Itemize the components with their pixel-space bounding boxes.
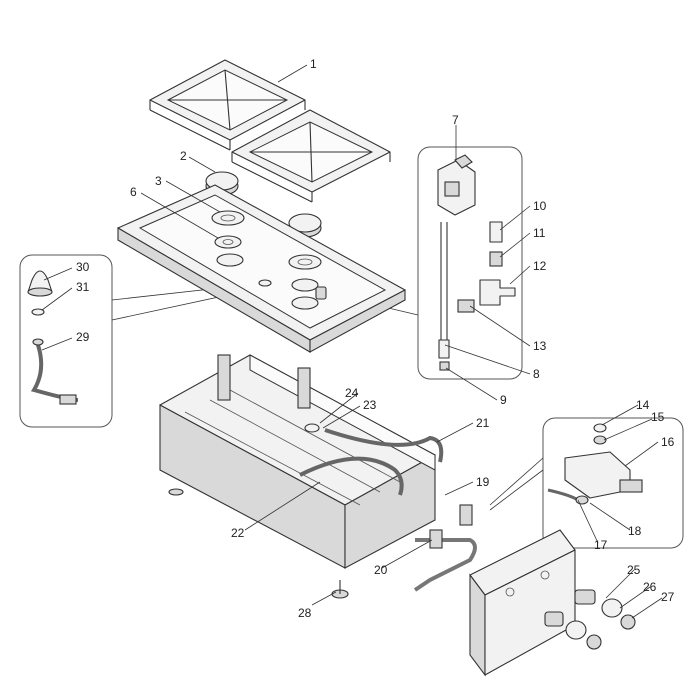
callout-13: 13 [533, 339, 547, 353]
control-panel [469, 529, 576, 677]
callout-11: 11 [533, 226, 546, 240]
valve-assembly [547, 423, 643, 505]
callout-labels: 1 2 3 6 7 10 11 12 13 8 9 30 31 29 24 23… [76, 57, 675, 620]
leader-lines [41, 64, 663, 619]
callout-21: 21 [476, 416, 490, 430]
callout-30: 30 [76, 260, 90, 274]
callout-20: 20 [374, 563, 388, 577]
callout-19: 19 [476, 475, 490, 489]
callout-2: 2 [180, 149, 187, 163]
detail-left-parts [27, 270, 79, 405]
pilot-assembly [437, 154, 516, 371]
callout-23: 23 [363, 398, 377, 412]
callout-24: 24 [345, 386, 359, 400]
knob-parts [544, 589, 636, 650]
callout-6: 6 [130, 185, 137, 199]
callout-10: 10 [533, 199, 547, 213]
callout-25: 25 [627, 563, 641, 577]
callout-22: 22 [231, 526, 245, 540]
callout-1: 1 [310, 57, 317, 71]
callout-26: 26 [643, 580, 657, 594]
callout-9: 9 [500, 393, 507, 407]
detail-box-left [19, 254, 266, 428]
callout-7: 7 [452, 113, 459, 127]
callout-12: 12 [533, 259, 547, 273]
callout-31: 31 [76, 280, 90, 294]
callout-15: 15 [651, 410, 665, 424]
grate-left [149, 59, 306, 151]
top-pan [117, 184, 406, 353]
callout-8: 8 [533, 367, 540, 381]
callout-14: 14 [636, 398, 650, 412]
callout-16: 16 [661, 435, 675, 449]
callout-27: 27 [661, 590, 675, 604]
callout-29: 29 [76, 330, 90, 344]
callout-28: 28 [298, 606, 312, 620]
grate-right [231, 109, 391, 203]
callout-17: 17 [594, 538, 608, 552]
callout-3: 3 [155, 174, 162, 188]
callout-18: 18 [628, 524, 642, 538]
chassis [159, 354, 477, 599]
